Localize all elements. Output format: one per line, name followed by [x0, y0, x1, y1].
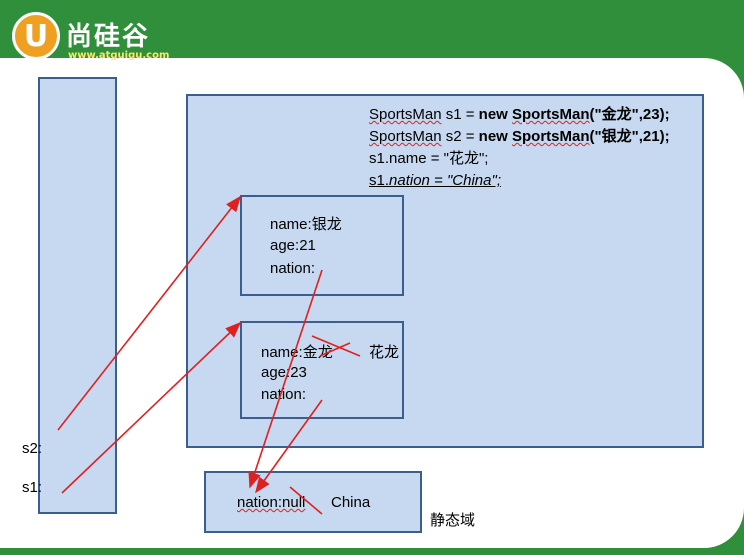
logo-mark: U — [23, 19, 49, 54]
code-line-3: s1.name = "花龙"; — [369, 150, 489, 167]
code-text: s1. — [369, 172, 390, 189]
static-area-box — [204, 471, 422, 533]
static-field: nation:null — [237, 494, 306, 511]
stack-region — [38, 77, 117, 514]
code-block: SportsMan s1 = new SportsMan("金龙",23); S… — [369, 104, 670, 192]
strike-mark — [319, 342, 351, 357]
stack-var-s1: s1: — [22, 479, 43, 496]
field-name-new-value: 花龙 — [369, 344, 400, 361]
constructor-name: SportsMan — [512, 128, 590, 145]
arrow-s2-to-object — [57, 195, 241, 431]
static-area-label: 静态域 — [430, 512, 476, 529]
field-nation: nation: — [261, 386, 307, 403]
static-assign: nation = "China"; — [389, 172, 501, 189]
class-name: SportsMan — [369, 106, 442, 123]
field-age: age:23 — [261, 364, 307, 381]
stack-var-s2: s2: — [22, 440, 43, 457]
constructor-name: SportsMan — [512, 106, 590, 123]
logo-badge-icon: U — [12, 12, 60, 60]
logo-url: www.atguigu.com — [68, 50, 170, 61]
arrow-s1-to-object — [61, 321, 242, 494]
code-text: s1 = — [441, 106, 479, 123]
arrow-nation-to-static — [255, 399, 323, 494]
class-name: SportsMan — [369, 128, 442, 145]
field-age: age:21 — [270, 237, 316, 254]
code-line-2: SportsMan s2 = new SportsMan("银龙",21); — [369, 126, 670, 148]
arrow-nation-to-static — [248, 269, 323, 489]
object-s2-box — [240, 195, 404, 296]
keyword-new: new — [478, 106, 508, 123]
strike-mark — [289, 486, 323, 515]
field-name: name:银龙 — [270, 216, 342, 233]
code-line-4: s1.nation = "China"; — [369, 170, 670, 192]
field-nation: nation: — [270, 260, 316, 277]
strike-mark — [311, 335, 361, 357]
static-field-new-value: China — [331, 494, 371, 511]
keyword-new: new — [478, 128, 508, 145]
brand-logo: U 尚硅谷 www.atguigu.com — [8, 8, 188, 68]
code-text: s2 = — [441, 128, 479, 145]
code-line-1: SportsMan s1 = new SportsMan("金龙",23); — [369, 104, 670, 126]
object-s1-box — [240, 321, 404, 419]
field-name: name:金龙 — [261, 344, 333, 361]
constructor-args: ("金龙",23); — [589, 106, 670, 123]
logo-name: 尚硅谷 — [66, 22, 151, 52]
constructor-args: ("银龙",21); — [589, 128, 670, 145]
